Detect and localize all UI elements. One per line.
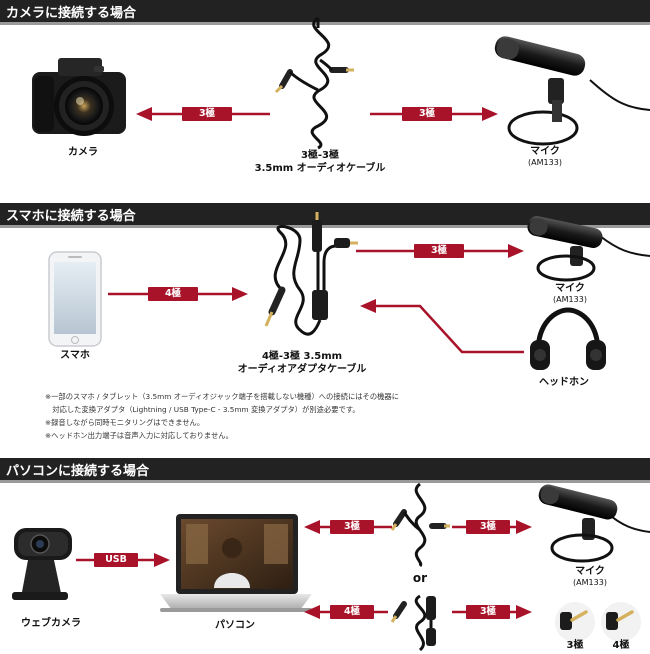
cable-4pole-illustration xyxy=(390,594,436,652)
mic-model-label: (AM133) xyxy=(553,295,587,304)
section-header-pc: パソコンに接続する場合 xyxy=(0,458,650,480)
laptop-illustration xyxy=(160,514,312,612)
footnote: ※ヘッドホン出力端子は音声入力に対応しておりません。 xyxy=(45,431,233,440)
section-divider xyxy=(0,22,650,25)
mic-model-label: (AM133) xyxy=(528,158,562,167)
plug-4pole-icon xyxy=(601,602,641,642)
mic-model-label: (AM133) xyxy=(573,578,607,587)
footnote: 対応した変換アダプタ（Lightning / USB Type-C - 3.5m… xyxy=(45,405,360,414)
cable-illustration xyxy=(274,16,354,150)
cable-label-line2: 3.5mm オーディオケーブル xyxy=(254,163,386,174)
arrow-label: 3極 xyxy=(466,605,510,619)
section-title: スマホに接続する場合 xyxy=(6,209,136,224)
footnote: ※録音しながら同時モニタリングはできません。 xyxy=(45,418,205,427)
adapter-cable-label-line1: 4極-3極 3.5mm xyxy=(261,351,343,362)
arrow-label: 4極 xyxy=(148,287,198,301)
camera-label: カメラ xyxy=(68,147,98,158)
arrow-label: 3極 xyxy=(414,244,464,258)
adapter-cable-illustration xyxy=(264,212,358,336)
arrow-label: 3極 xyxy=(466,520,510,534)
section-header-phone: スマホに接続する場合 xyxy=(0,203,650,225)
webcam-illustration xyxy=(12,528,72,600)
arrow-label: 4極 xyxy=(330,605,374,619)
section-divider xyxy=(0,480,650,483)
smartphone-illustration xyxy=(48,251,102,347)
arrow-label: USB xyxy=(94,553,138,567)
section-divider xyxy=(0,225,650,228)
microphone-illustration xyxy=(527,215,650,282)
section-title: パソコンに接続する場合 xyxy=(6,464,150,479)
mic-label: マイク xyxy=(555,283,585,294)
headphones-illustration xyxy=(530,307,606,370)
adapter-cable-label-line2: オーディオアダプタケーブル xyxy=(237,364,367,375)
plug-4pole-label: 4極 xyxy=(612,640,630,651)
section-header-camera: カメラに接続する場合 xyxy=(0,0,650,22)
cable-3pole-illustration xyxy=(390,482,450,568)
arrow-headphone-to-cable xyxy=(360,299,524,354)
mic-label: マイク xyxy=(575,566,605,577)
camera-illustration xyxy=(32,58,126,136)
webcam-label: ウェブカメラ xyxy=(21,618,81,629)
microphone-illustration xyxy=(494,36,650,146)
arrow-label: 3極 xyxy=(402,107,452,121)
pc-label: パソコン xyxy=(215,620,255,631)
plug-3pole-label: 3極 xyxy=(566,640,584,651)
plug-3pole-icon xyxy=(555,602,595,642)
footnote: ※一部のスマホ / タブレット（3.5mm オーディオジャック端子を搭載しない機… xyxy=(45,392,400,401)
cable-label-line1: 3極-3極 xyxy=(300,150,340,161)
or-label: or xyxy=(412,571,428,585)
smartphone-label: スマホ xyxy=(60,350,90,361)
arrow-label: 3極 xyxy=(330,520,374,534)
mic-label: マイク xyxy=(530,146,560,157)
section-title: カメラに接続する場合 xyxy=(6,6,137,21)
headphone-label: ヘッドホン xyxy=(539,377,589,388)
microphone-illustration xyxy=(538,484,650,563)
arrow-label: 3極 xyxy=(182,107,232,121)
